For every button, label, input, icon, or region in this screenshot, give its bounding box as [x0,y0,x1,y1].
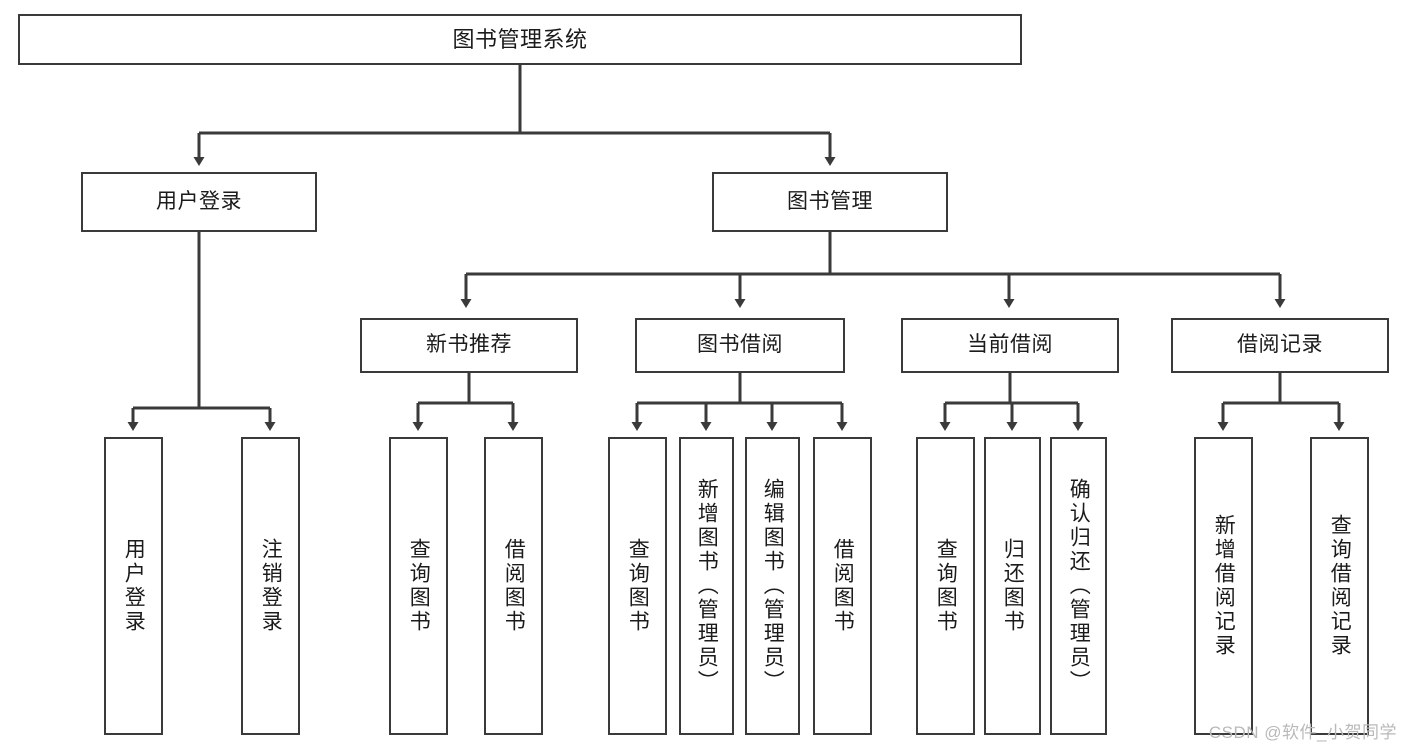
node-root-label: 图书管理系统 [452,26,588,52]
node-borrow-record-label: 借阅记录 [1237,333,1323,357]
csdn-watermark: CSDN @软件_小贺同学 [1208,723,1397,742]
node-leaf-confirm-return-label: 确认归还（管理员） [1067,478,1091,694]
node-book-borrow-label: 图书借阅 [697,333,783,357]
node-leaf-query-record[interactable]: 查询借阅记录 [1310,437,1369,735]
node-leaf-query-book-2[interactable]: 查询图书 [608,437,667,735]
node-leaf-add-record-label: 新增借阅记录 [1212,514,1236,658]
node-book-manage[interactable]: 图书管理 [712,172,948,232]
node-new-book-recommend[interactable]: 新书推荐 [360,318,578,373]
node-leaf-return-book-label: 归还图书 [1001,538,1025,634]
node-user-login[interactable]: 用户登录 [81,172,317,232]
node-root[interactable]: 图书管理系统 [18,14,1022,65]
node-leaf-confirm-return[interactable]: 确认归还（管理员） [1050,437,1107,735]
node-leaf-borrow-book-2[interactable]: 借阅图书 [813,437,872,735]
node-leaf-query-book-1-label: 查询图书 [407,538,431,634]
node-leaf-logout[interactable]: 注销登录 [241,437,300,735]
node-leaf-query-book-3[interactable]: 查询图书 [916,437,975,735]
node-leaf-query-book-1[interactable]: 查询图书 [389,437,448,735]
node-leaf-add-book[interactable]: 新增图书（管理员） [679,437,734,735]
node-leaf-user-login[interactable]: 用户登录 [104,437,163,735]
node-current-borrow[interactable]: 当前借阅 [901,318,1119,373]
node-current-borrow-label: 当前借阅 [967,333,1053,357]
node-leaf-logout-label: 注销登录 [259,538,283,634]
node-new-book-recommend-label: 新书推荐 [426,333,512,357]
node-leaf-borrow-book-2-label: 借阅图书 [831,538,855,634]
node-leaf-query-record-label: 查询借阅记录 [1328,514,1352,658]
node-borrow-record[interactable]: 借阅记录 [1171,318,1389,373]
node-leaf-query-book-3-label: 查询图书 [934,538,958,634]
node-leaf-add-book-label: 新增图书（管理员） [695,478,719,694]
node-leaf-add-record[interactable]: 新增借阅记录 [1194,437,1253,735]
node-leaf-return-book[interactable]: 归还图书 [984,437,1041,735]
node-leaf-user-login-label: 用户登录 [122,538,146,634]
node-user-login-label: 用户登录 [156,189,242,213]
node-leaf-edit-book[interactable]: 编辑图书（管理员） [745,437,800,735]
node-leaf-query-book-2-label: 查询图书 [626,538,650,634]
node-book-manage-label: 图书管理 [787,189,873,213]
node-book-borrow[interactable]: 图书借阅 [635,318,845,373]
node-leaf-borrow-book-1-label: 借阅图书 [502,538,526,634]
node-leaf-edit-book-label: 编辑图书（管理员） [761,478,785,694]
node-leaf-borrow-book-1[interactable]: 借阅图书 [484,437,543,735]
